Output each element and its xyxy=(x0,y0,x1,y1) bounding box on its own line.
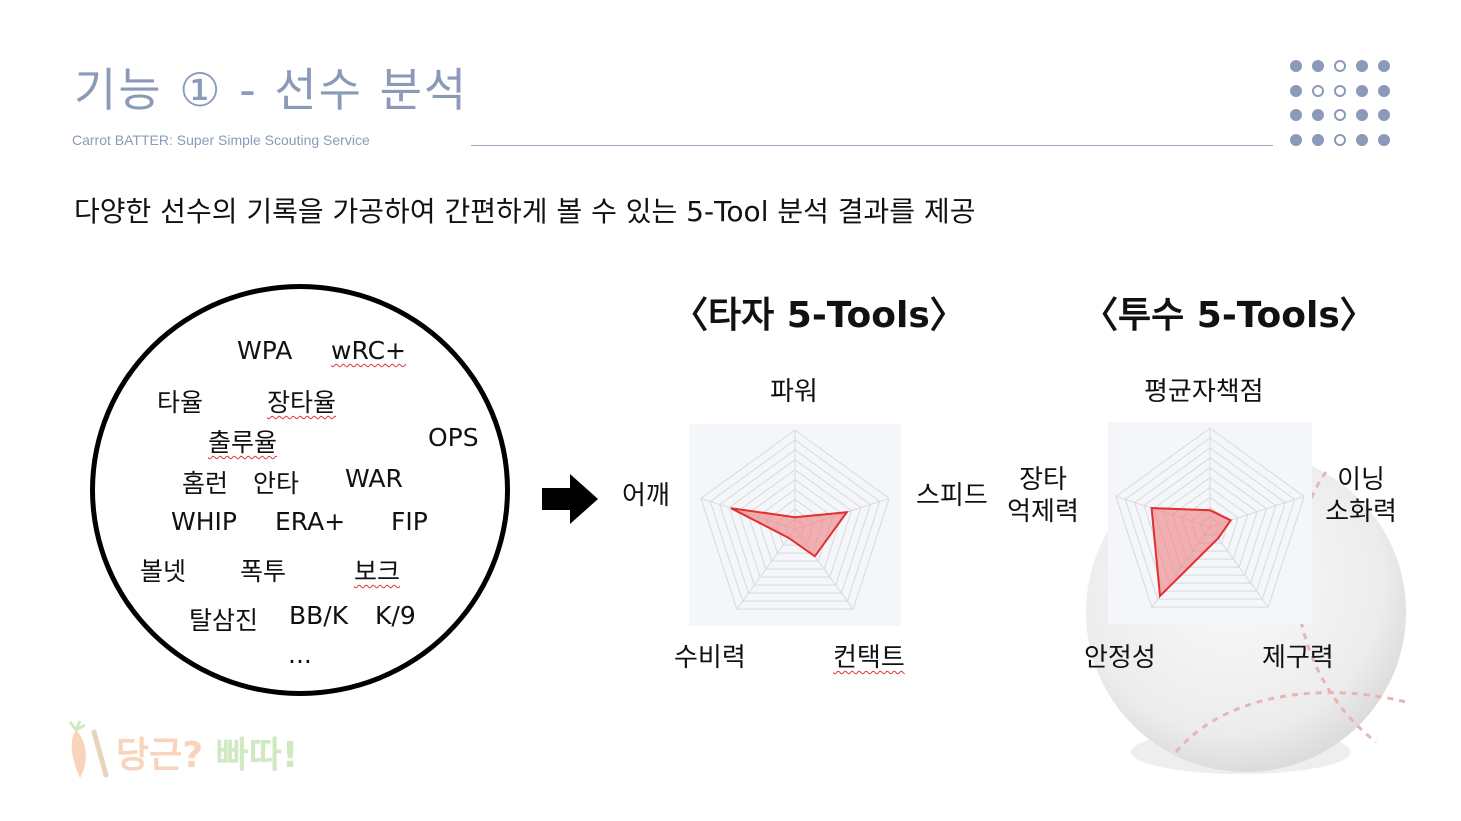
stat-label: 출루율 xyxy=(208,428,278,457)
stat-label: 보크 xyxy=(354,557,401,586)
stat-label: WPA xyxy=(237,336,293,365)
batter-radar-grid-ring xyxy=(700,429,890,610)
radar-axis-label: 스피드 xyxy=(916,481,988,511)
header-divider xyxy=(471,145,1273,146)
pitcher-radar-grid-ring xyxy=(1152,467,1268,576)
radar-axis-label: 수비력 xyxy=(674,643,746,673)
stat-label: FIP xyxy=(391,507,428,536)
batter-heading: 〈타자 5-Tools〉 xyxy=(672,295,966,336)
radar-axis-label: 제구력 xyxy=(1262,643,1334,673)
stat-label: WAR xyxy=(345,464,403,493)
radar-axis-label: 평균자책점 xyxy=(1144,377,1264,407)
radar-axis-label: 컨택트 xyxy=(833,643,905,673)
pitcher-radar-value-area xyxy=(1150,507,1233,599)
batter-radar-grid-ring xyxy=(728,459,862,586)
stat-label: 탈삼진 xyxy=(189,606,259,635)
stat-label: 볼넷 xyxy=(140,557,187,586)
batter-radar-grid-ring xyxy=(747,478,843,570)
page-title: 기능 ① - 선수 분석 xyxy=(74,63,469,117)
batter-radar-grid-ring xyxy=(719,449,871,594)
brand-logo: 당근? 빠따! xyxy=(66,720,316,780)
pitcher-radar-grid-ring xyxy=(1115,427,1305,608)
radar-axis-label: 파워 xyxy=(770,377,818,407)
radar-axis-label: 장타 억제력 xyxy=(1007,465,1079,527)
stat-label: K/9 xyxy=(375,601,416,630)
stat-label: 장타율 xyxy=(267,388,337,417)
stat-label: 폭투 xyxy=(240,557,287,586)
pitcher-radar-chart xyxy=(1108,422,1312,624)
batter-radar-grid-ring xyxy=(737,469,853,578)
pitcher-radar-axis-line xyxy=(1209,526,1269,608)
stat-label: WHIP xyxy=(171,507,237,536)
radar-axis-label: 이닝 소화력 xyxy=(1325,465,1397,527)
radar-axis-label: 안정성 xyxy=(1084,643,1156,673)
stat-label: ... xyxy=(288,640,312,669)
pitcher-radar-grid-ring xyxy=(1134,447,1286,592)
decorative-dot-grid xyxy=(1290,60,1390,146)
arrow-right-icon xyxy=(542,474,598,524)
pitcher-radar-grid-ring xyxy=(1124,437,1296,600)
pitcher-heading: 〈투수 5-Tools〉 xyxy=(1082,295,1376,336)
stat-label: OPS xyxy=(428,423,479,452)
feature-description: 다양한 선수의 기록을 가공하여 간편하게 볼 수 있는 5-Tool 분석 결… xyxy=(74,195,976,228)
stat-label: 홈런 xyxy=(182,469,229,498)
pitcher-radar-grid-ring xyxy=(1162,476,1258,568)
logo-text-b: 빠따! xyxy=(215,735,299,776)
radar-axis-label: 어깨 xyxy=(622,481,670,511)
stat-label: wRC+ xyxy=(331,336,406,365)
logo-text-a: 당근? xyxy=(116,735,204,776)
stat-label: ERA+ xyxy=(275,507,346,536)
stat-label: 타율 xyxy=(157,388,204,417)
batter-radar-grid-ring xyxy=(709,439,881,602)
stats-circle xyxy=(90,284,510,696)
batter-radar-value-area xyxy=(730,507,849,558)
batter-radar-axis-line xyxy=(736,528,796,610)
stat-label: 안타 xyxy=(253,469,300,498)
carrot-bat-icon xyxy=(68,720,109,778)
stat-label: BB/K xyxy=(289,601,349,630)
pitcher-radar-grid-ring xyxy=(1143,457,1277,584)
batter-radar-chart xyxy=(689,424,901,626)
page-subtitle: Carrot BATTER: Super Simple Scouting Ser… xyxy=(72,132,370,148)
